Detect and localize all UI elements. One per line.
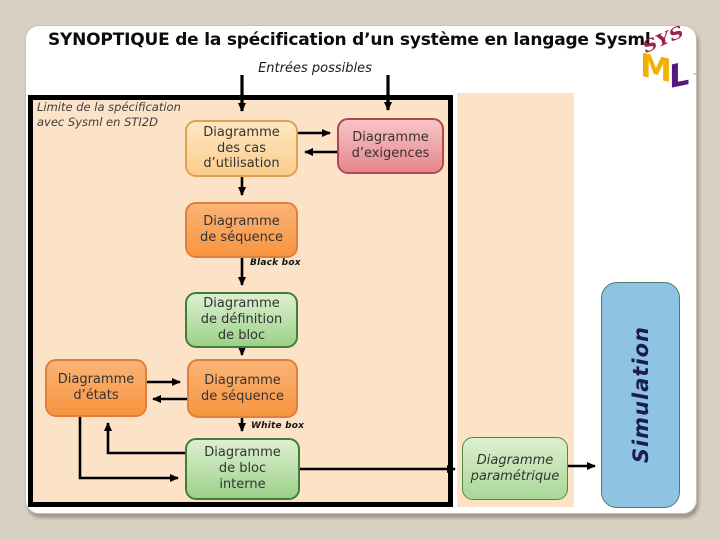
box-use-case-diagram: Diagramme des cas d’utilisation	[185, 120, 298, 177]
box-sequence-diagram-blackbox: Diagramme de séquence	[185, 202, 298, 258]
box-block-definition-diagram: Diagramme de définition de bloc	[185, 292, 298, 348]
page-title: SYNOPTIQUE de la spécification d’un syst…	[48, 30, 651, 50]
logo-trademark: ™	[692, 72, 697, 80]
svg-text:L: L	[669, 54, 689, 96]
box-sequence-whitebox-label: Diagramme de séquence	[200, 372, 285, 404]
svg-text:M: M	[640, 46, 672, 90]
box-sequence-diagram-whitebox: Diagramme de séquence	[187, 359, 298, 418]
box-parametric-label: Diagramme paramétrique	[470, 452, 560, 484]
box-state-diagram: Diagramme d’états	[45, 359, 147, 417]
scope-limit-label: Limite de la spécification avec Sysml en…	[37, 100, 181, 129]
white-box-note: White box	[251, 421, 305, 431]
logo-left-face: M	[640, 46, 672, 90]
box-use-case-label: Diagramme des cas d’utilisation	[203, 124, 280, 172]
subtitle-entrees-possibles: Entrées possibles	[258, 61, 372, 76]
box-simulation: Simulation	[601, 282, 680, 508]
box-internal-block-label: Diagramme de bloc interne	[204, 445, 281, 492]
logo-right-face: L	[669, 54, 689, 96]
box-requirements-label: Diagramme d’exigences	[351, 130, 430, 161]
sysml-logo-icon: SYS M L ™	[640, 26, 697, 96]
box-internal-block-diagram: Diagramme de bloc interne	[185, 438, 300, 500]
box-parametric-diagram: Diagramme paramétrique	[462, 437, 568, 500]
black-box-note: Black box	[250, 258, 301, 268]
box-requirements-diagram: Diagramme d’exigences	[337, 118, 444, 174]
box-state-label: Diagramme d’états	[57, 372, 135, 403]
box-block-definition-label: Diagramme de définition de bloc	[200, 296, 283, 343]
simulation-label: Simulation	[628, 326, 653, 464]
box-sequence-blackbox-label: Diagramme de séquence	[199, 214, 284, 245]
